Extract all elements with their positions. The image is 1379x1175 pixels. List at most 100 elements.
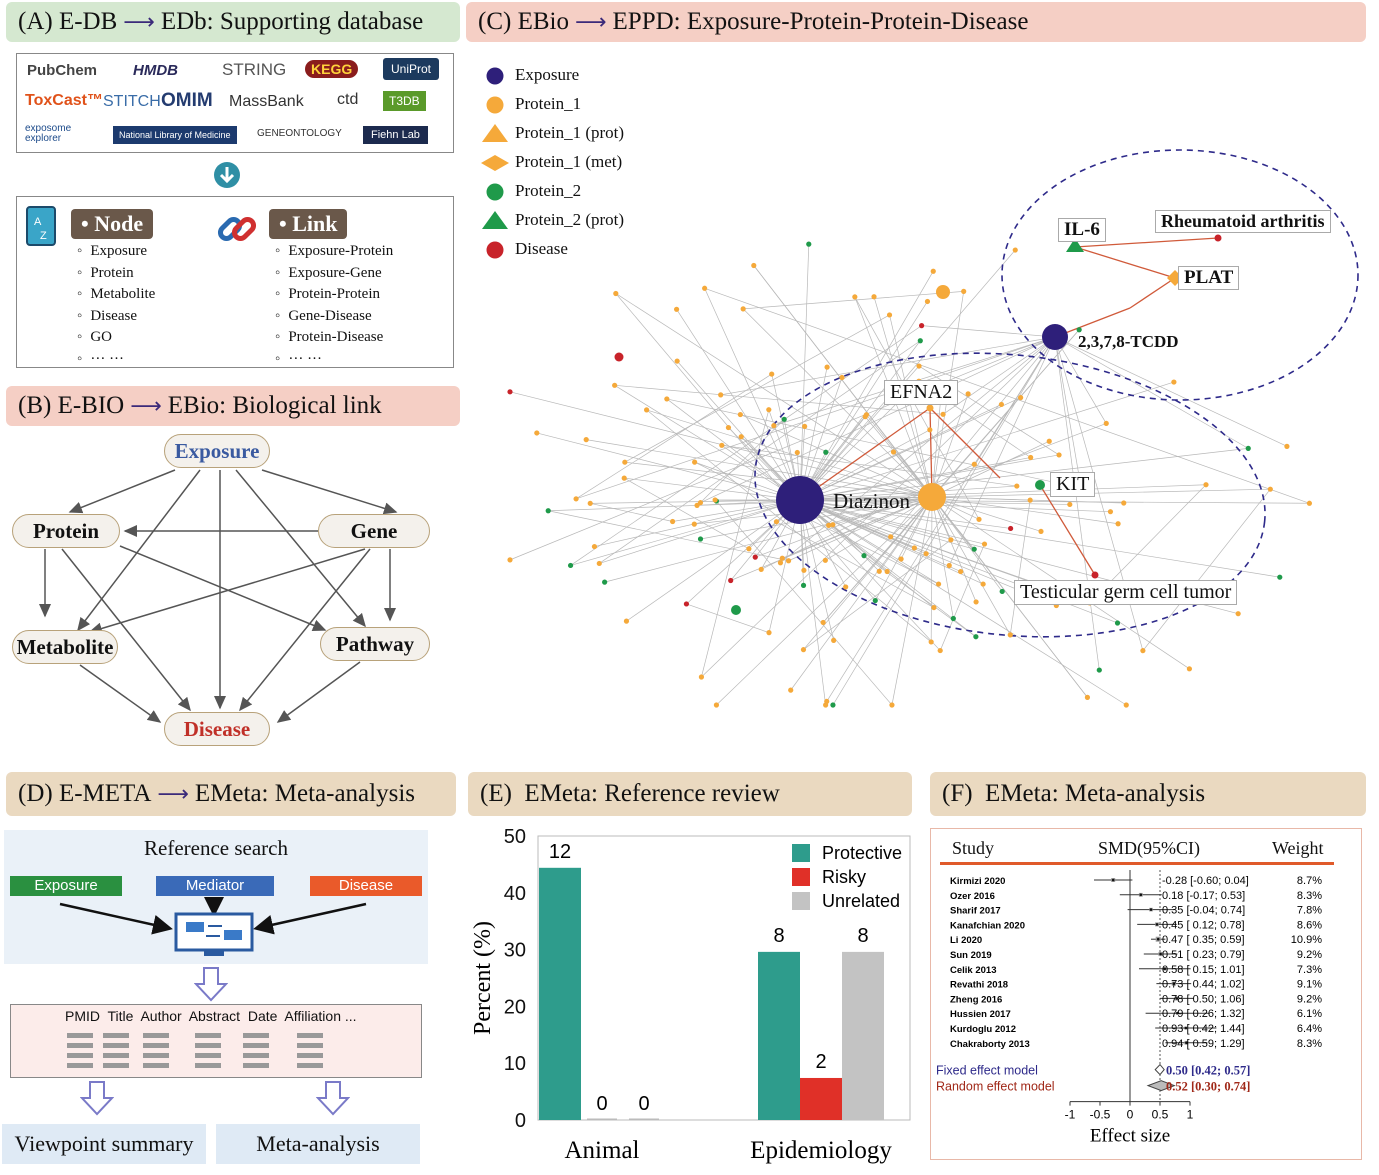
network-edge-highlight xyxy=(1129,277,1176,309)
network-node xyxy=(621,475,627,481)
network-node xyxy=(779,555,785,561)
network-node xyxy=(718,392,724,398)
network-edge xyxy=(575,336,1056,500)
db-logo-nlm: National Library of Medicine xyxy=(113,126,237,144)
panel-c-title: (C) EBio xyxy=(478,8,569,35)
network-node xyxy=(948,537,954,543)
network-edge-highlight xyxy=(1039,484,1096,576)
network-edge xyxy=(624,461,933,498)
network-edge xyxy=(614,385,801,501)
forest-weight-value: 7.8% xyxy=(1297,905,1322,917)
forest-study-name: Sun 2019 xyxy=(950,950,992,961)
arrow-icon: ⟶ xyxy=(123,10,155,35)
panel-a-title: (A) E-DB xyxy=(18,8,118,35)
network-node xyxy=(931,604,937,611)
network-edge xyxy=(646,409,932,643)
network-node xyxy=(937,647,943,654)
search-flow-arrows xyxy=(59,897,367,935)
forest-smd-value: 0.58 [ 0.15; 1.01] xyxy=(1162,964,1245,976)
network-edge xyxy=(548,510,789,562)
network-node xyxy=(1203,482,1209,488)
network-node xyxy=(946,562,952,569)
network-node xyxy=(890,449,897,455)
bio-node-exposure: Exposure xyxy=(164,434,270,468)
node-fgfr1-small xyxy=(936,285,950,299)
panel-f-title: (F) EMeta: Meta-analysis xyxy=(942,780,1206,807)
network-edge xyxy=(799,499,935,608)
network-edge xyxy=(666,398,801,501)
network-edge xyxy=(799,454,1060,501)
legend-label: Protein_2 (prot) xyxy=(515,210,625,229)
network-node xyxy=(802,423,808,430)
network-edge xyxy=(536,432,801,501)
reference-search-title: Reference search xyxy=(144,836,288,860)
network-node xyxy=(746,546,752,552)
network-edge xyxy=(704,287,1310,504)
network-edge xyxy=(676,360,801,501)
network-edge xyxy=(779,448,1249,503)
network-node xyxy=(692,459,698,465)
callout-rheumatoid-arthritis: Rheumatoid arthritis xyxy=(1155,210,1331,233)
fixed-effect-value: 0.50 [0.42; 0.57] xyxy=(1166,1064,1250,1078)
network-edge xyxy=(799,499,1111,513)
forest-study-name: Celik 2013 xyxy=(950,965,996,976)
panel-c-target: EPPD: Exposure-Protein-Protein-Disease xyxy=(612,8,1029,35)
network-node xyxy=(1046,438,1052,444)
network-node xyxy=(820,619,826,626)
network-node xyxy=(822,557,828,563)
network-edge xyxy=(704,288,801,501)
network-node xyxy=(886,312,893,318)
db-logo-stitch: STITCH xyxy=(103,93,161,110)
network-node xyxy=(1267,486,1273,492)
network-edge xyxy=(799,271,934,501)
network-node xyxy=(1235,611,1241,617)
network-node xyxy=(1115,521,1121,527)
link-type-item: Gene-Disease xyxy=(275,308,371,325)
network-node xyxy=(694,502,700,508)
network-edge xyxy=(812,496,933,514)
network-edge xyxy=(799,499,984,585)
network-edge xyxy=(509,336,1056,561)
network-edge xyxy=(854,296,980,520)
network-edge xyxy=(790,496,933,691)
forest-header-weight: Weight xyxy=(1272,838,1324,858)
forest-study-name: Chakraborty 2013 xyxy=(950,1039,1030,1050)
network-node xyxy=(1056,452,1062,458)
forest-smd-value: 0.18 [-0.17; 0.53] xyxy=(1162,890,1245,902)
db-logo-massbank: MassBank xyxy=(229,93,304,110)
forest-smd-value: 0.94 [ 0.59; 1.29] xyxy=(1162,1038,1245,1050)
callout-il6: IL-6 xyxy=(1058,218,1106,242)
network-edge-highlight xyxy=(1074,246,1176,279)
forest-smd-value: 0.35 [-0.04; 0.74] xyxy=(1162,905,1245,917)
node-link-box: AZ • Node • Link ExposureProteinMetaboli… xyxy=(16,196,454,368)
network-edge xyxy=(891,496,933,706)
network-edge xyxy=(939,543,985,651)
forest-smd-value: 0.47 [ 0.35; 0.59] xyxy=(1162,934,1245,946)
db-logo-kegg: KEGG xyxy=(305,60,359,78)
legend-label: Exposure xyxy=(515,65,580,84)
callout-plat: PLAT xyxy=(1178,266,1240,290)
network-node xyxy=(871,294,877,300)
y-tick-label: 50 xyxy=(504,826,526,848)
forest-estimate-point xyxy=(1184,1026,1188,1030)
network-edge xyxy=(822,496,933,623)
network-node xyxy=(719,442,725,448)
network-node xyxy=(917,338,923,344)
network-edge xyxy=(889,314,933,498)
forest-estimate-point xyxy=(1185,1041,1188,1045)
network-node xyxy=(1245,445,1251,451)
forest-estimate-point xyxy=(1176,1011,1179,1015)
network-node xyxy=(737,411,743,418)
x-category-label: Animal xyxy=(565,1137,640,1164)
network-node xyxy=(1103,420,1109,427)
network-edge xyxy=(599,340,921,564)
forest-estimate-point xyxy=(1175,997,1179,1000)
db-logo-toxcast: ToxCast™ xyxy=(25,92,103,109)
network-node xyxy=(852,294,858,300)
network-node xyxy=(884,568,890,575)
network-edge xyxy=(740,414,933,498)
db-logo-pubchem: PubChem xyxy=(27,62,98,79)
network-node xyxy=(823,702,829,708)
fixed-effect-label: Fixed effect model xyxy=(936,1064,1038,1078)
network-node xyxy=(916,363,922,369)
